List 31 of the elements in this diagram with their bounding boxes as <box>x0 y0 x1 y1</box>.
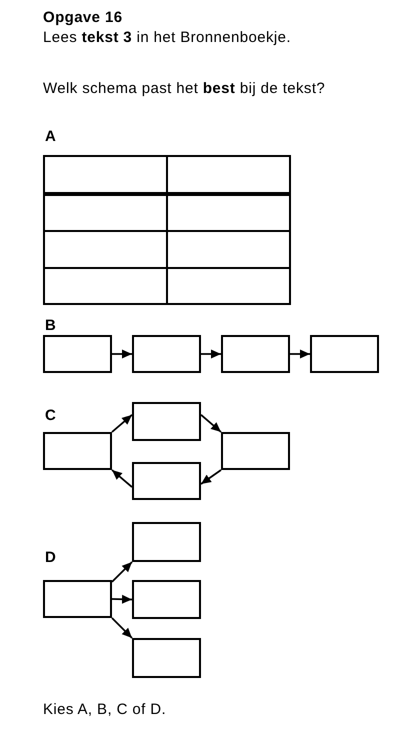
empty-box <box>43 335 112 373</box>
arrow <box>112 594 132 604</box>
empty-box <box>221 335 290 373</box>
empty-box <box>43 580 112 618</box>
question-title: Opgave 16 <box>43 9 122 26</box>
arrow <box>111 469 133 488</box>
empty-box <box>221 432 290 470</box>
arrow <box>111 414 133 433</box>
empty-box <box>132 462 201 500</box>
arrow <box>200 469 222 485</box>
arrow <box>200 414 222 433</box>
instruction-text: Lees tekst 3 in het Bronnenboekje. <box>43 29 291 46</box>
arrow <box>111 617 133 639</box>
empty-box <box>43 432 112 470</box>
empty-table <box>43 155 291 305</box>
question-text: Welk schema past het best bij de tekst? <box>43 80 326 97</box>
arrow <box>290 350 310 358</box>
empty-box <box>132 580 201 619</box>
option-letter: D <box>45 549 56 566</box>
empty-box <box>132 522 201 562</box>
empty-box <box>132 638 201 678</box>
arrow <box>111 561 133 583</box>
arrow <box>112 350 132 358</box>
arrow <box>201 350 221 358</box>
option-letter: A <box>45 128 56 145</box>
empty-box <box>132 335 201 373</box>
empty-box <box>132 402 201 441</box>
option-letter: B <box>45 317 56 334</box>
empty-box <box>310 335 379 373</box>
option-letter: C <box>45 407 56 424</box>
answer-instruction: Kies A, B, C of D. <box>43 701 166 718</box>
